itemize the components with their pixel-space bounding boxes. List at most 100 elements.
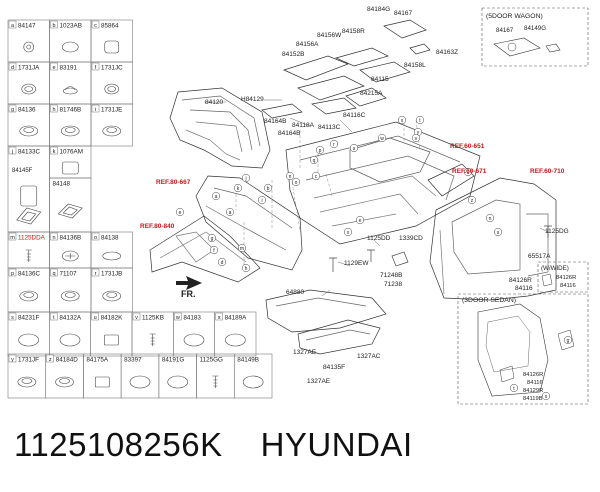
part-label: 71248B — [380, 272, 402, 279]
legend-letter: y — [11, 357, 14, 363]
callout-a: a — [211, 191, 221, 201]
legend-letter: r — [95, 271, 97, 277]
grommet-icon — [102, 290, 122, 302]
legend-cell-x-1125GG: 1125GG — [200, 357, 223, 388]
grommet-icon — [19, 125, 39, 137]
pad-top-7 — [311, 97, 357, 115]
inset-label: 84149G — [524, 25, 546, 32]
part-label: 84116C — [343, 112, 366, 119]
callout-f: f — [209, 245, 219, 255]
svg-text:i: i — [261, 198, 262, 204]
pad-top-2 — [297, 75, 365, 101]
legend-letter: d — [11, 65, 14, 71]
inset-label: 84167 — [496, 27, 514, 34]
legend-letter: q — [52, 271, 55, 277]
rear-floor-side — [427, 163, 475, 197]
flat-oval-icon — [102, 251, 122, 261]
legend-code: 85864 — [101, 23, 119, 30]
ref-80-667: REF.80-667 — [156, 179, 191, 186]
inset-label: 84129R — [523, 388, 543, 394]
part-label: 84116 — [515, 285, 533, 292]
callout-t: t — [509, 383, 519, 393]
svg-text:j: j — [244, 176, 246, 182]
legend-code: 84149B — [237, 357, 259, 364]
legend-letter: o — [94, 235, 97, 241]
callout-p: p — [315, 145, 325, 155]
part-label: 71238 — [384, 281, 402, 288]
callout-e: e — [175, 207, 185, 217]
legend-cell-x-84148: 84148 — [53, 181, 83, 219]
legend-code: 84183 — [183, 315, 201, 322]
legend-code: 83397 — [124, 357, 142, 364]
svg-text:u: u — [467, 170, 470, 176]
svg-text:f: f — [213, 248, 215, 254]
legend-letter: x — [218, 315, 221, 321]
legend-letter: f — [95, 65, 97, 71]
front-side-member — [149, 215, 261, 283]
rect-pad-icon — [104, 334, 119, 346]
svg-text:s: s — [545, 394, 548, 400]
front-label: FR. — [181, 289, 196, 299]
legend-code: 84132A — [59, 315, 82, 322]
legend-code: 1125KB — [142, 315, 164, 322]
legend-cell-x-84175A: 84175A — [86, 357, 110, 388]
part-label: 1125DD — [367, 235, 391, 242]
part-label: 1327AE — [293, 349, 317, 356]
legend-code: 71107 — [60, 271, 78, 278]
legend-code: 1731JA — [18, 65, 40, 72]
inset-label: 84126R — [523, 372, 543, 378]
inset-title: (W/WIDE) — [541, 265, 569, 272]
rect-pad-icon — [94, 376, 110, 388]
legend-letter: u — [94, 315, 97, 321]
svg-text:v: v — [415, 136, 418, 142]
callout-q: q — [309, 155, 319, 165]
callout-s: s — [541, 391, 551, 401]
callout-k: k — [233, 183, 243, 193]
bolt-icon — [212, 375, 219, 388]
svg-text:c: c — [315, 174, 318, 180]
legend-sub-code: 84145F — [12, 168, 33, 174]
grommet-icon — [19, 290, 39, 302]
part-label: 84163Z — [436, 49, 458, 56]
legend-code: 84147 — [18, 23, 36, 30]
oval-ring-icon — [18, 333, 39, 347]
legend-code: 84133C — [18, 149, 41, 156]
legend-code: 1731JF — [18, 357, 39, 364]
callout-a: a — [225, 207, 235, 217]
ring-plug-icon — [57, 203, 83, 219]
legend-letter: h — [52, 107, 55, 113]
legend-letter: g — [11, 107, 14, 113]
under-cover-right — [297, 319, 381, 355]
svg-text:g: g — [567, 338, 570, 344]
svg-text:k: k — [237, 186, 240, 192]
callout-b: b — [263, 183, 273, 193]
legend-letter: a — [11, 23, 15, 29]
legend-code: 1076AM — [60, 149, 83, 156]
svg-text:y: y — [417, 130, 420, 136]
oval-ring-icon — [167, 375, 189, 389]
inset-5door-wagon: (5DOOR WAGON) 84167 84149G — [481, 7, 589, 67]
part-label: 84156A — [296, 41, 319, 48]
disc-clip-icon — [23, 41, 35, 53]
grommet-icon — [17, 376, 37, 388]
callout-c: c — [311, 171, 321, 181]
callout-i: i — [257, 195, 267, 205]
svg-text:a: a — [229, 210, 232, 216]
part-number: 1125108256K — [14, 426, 223, 463]
legend-letter: p — [11, 271, 14, 277]
part-label: 65517A — [528, 253, 551, 260]
oval-plug-icon — [61, 41, 79, 53]
dash-panel — [169, 87, 271, 169]
bolt-icon — [25, 249, 32, 262]
